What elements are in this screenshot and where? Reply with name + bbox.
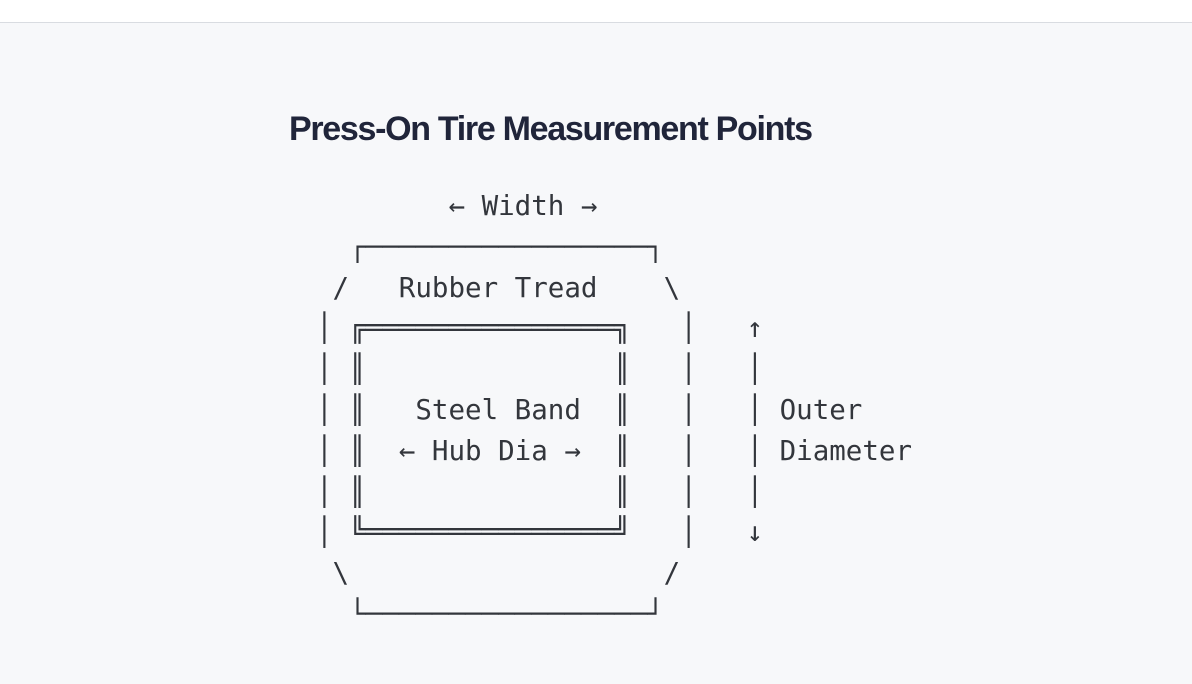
content-area: Press-On Tire Measurement Points ← Width… — [0, 24, 1192, 684]
tire-measurement-ascii-diagram: ← Width → ┌─────────────────┐ / Rubber T… — [316, 190, 913, 630]
page-title: Press-On Tire Measurement Points — [289, 110, 813, 148]
header-bar — [0, 0, 1192, 23]
